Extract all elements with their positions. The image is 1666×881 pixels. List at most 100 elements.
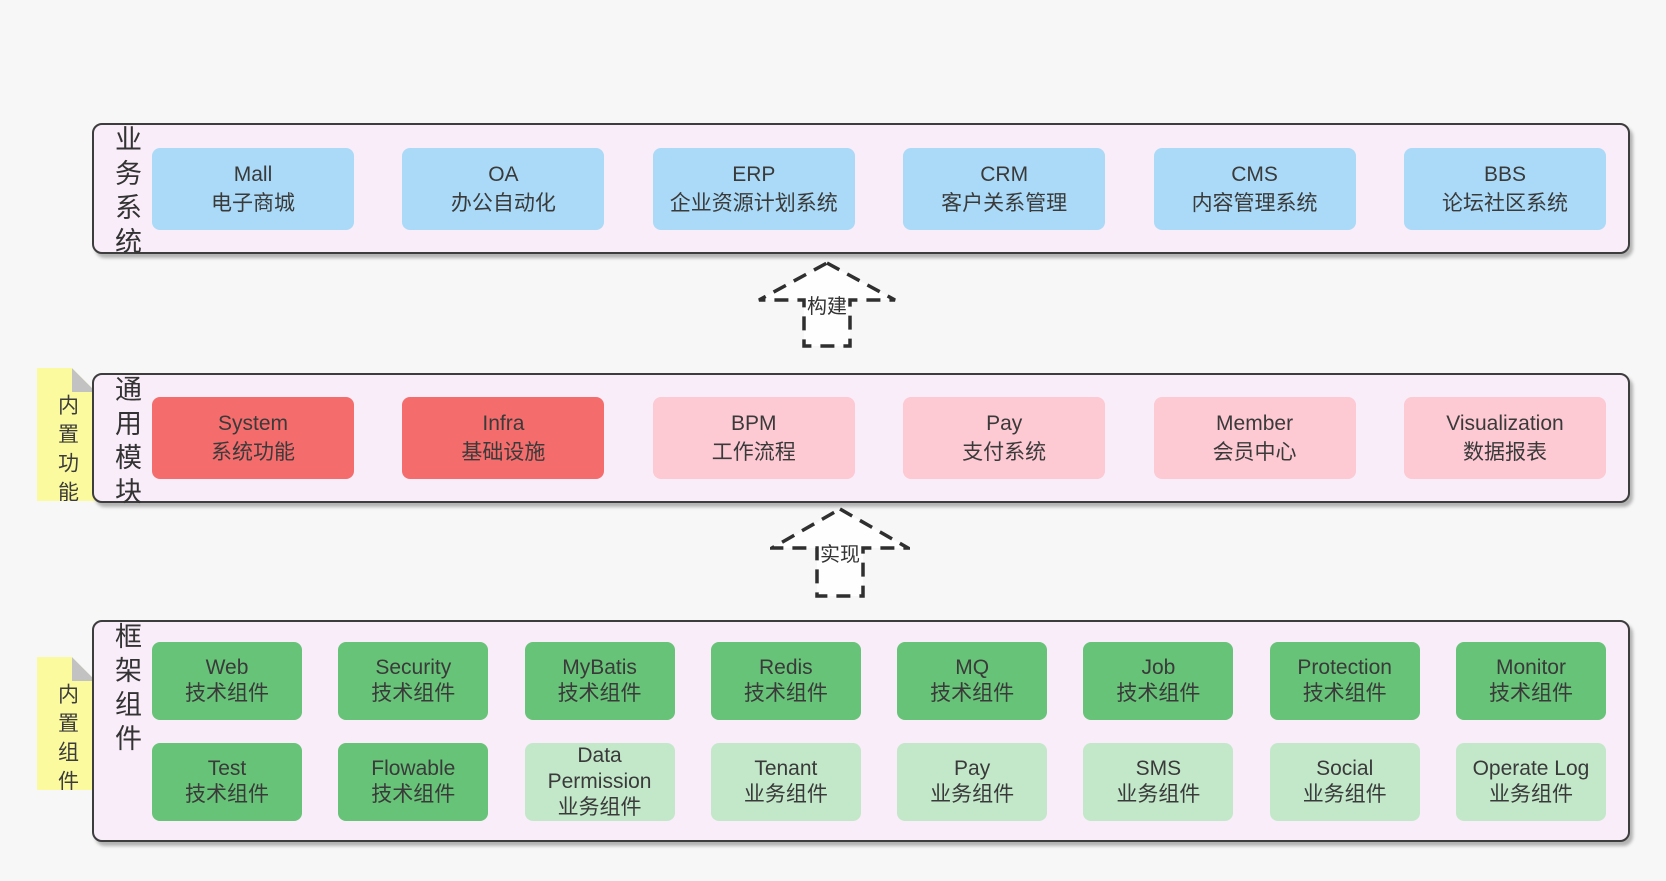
box-subtitle: 电子商城 [211, 191, 295, 215]
box-subtitle: 数据报表 [1462, 441, 1547, 464]
box-subtitle: 技术组件 [1302, 681, 1387, 705]
box-job: Job 技术组件 [1083, 641, 1234, 720]
box-title: Job [1141, 655, 1176, 679]
box-title: BPM [731, 412, 777, 435]
box-title: Data Permission [547, 743, 652, 793]
box-subtitle: 技术组件 [557, 681, 642, 705]
sticky-note-label: 内置功能 [55, 394, 79, 510]
box-title: Tenant [754, 756, 818, 780]
box-title: Social [1316, 756, 1374, 780]
box-subtitle: 技术组件 [185, 782, 269, 806]
implement-arrow-outline [770, 507, 910, 598]
box-social: Social 业务组件 [1269, 742, 1420, 821]
box-title: Operate Log [1472, 756, 1590, 780]
sticky-note-builtin-features: 内置功能 [37, 368, 96, 501]
box-sms: SMS 业务组件 [1083, 742, 1234, 821]
box-flowable: Flowable 技术组件 [338, 742, 489, 821]
modules-boxes-row: System 系统功能 Infra 基础设施 BPM 工作流程 Pay 支付系统… [152, 375, 1606, 501]
framework-row-2: Test 技术组件 Flowable 技术组件 Data Permission … [152, 742, 1606, 821]
box-title: Mall [233, 162, 273, 186]
box-crm: CRM 客户关系管理 [903, 147, 1106, 230]
box-mybatis: MyBatis 技术组件 [524, 641, 675, 720]
box-title: MyBatis [562, 655, 637, 679]
box-oa: OA 办公自动化 [402, 147, 605, 230]
box-subtitle: 技术组件 [743, 681, 828, 705]
box-pay-component: Pay 业务组件 [897, 742, 1048, 821]
box-mall: Mall 电子商城 [152, 147, 354, 230]
box-title: Pay [954, 756, 991, 780]
box-subtitle: 业务组件 [930, 782, 1015, 806]
box-system: System 系统功能 [152, 397, 354, 479]
box-subtitle: 办公自动化 [450, 191, 556, 215]
box-title: Protection [1297, 655, 1392, 679]
box-subtitle: 会员中心 [1212, 441, 1297, 464]
arrow-label: 实现 [820, 543, 860, 566]
box-mq: MQ 技术组件 [897, 641, 1048, 720]
panel-side-label: 业务系统 [111, 125, 141, 261]
box-subtitle: 技术组件 [1488, 681, 1573, 705]
box-bbs: BBS 论坛社区系统 [1403, 147, 1606, 230]
box-tenant: Tenant 业务组件 [710, 742, 861, 821]
box-title: SMS [1135, 756, 1182, 780]
business-systems-panel: 业务系统 Mall 电子商城 OA 办公自动化 ERP 企业资源计划系统 CRM… [92, 123, 1630, 261]
panel-side-label: 通用模块 [111, 375, 141, 511]
box-title: Test [207, 756, 247, 780]
box-subtitle: 系统功能 [211, 441, 295, 464]
box-subtitle: 业务组件 [557, 795, 642, 819]
box-title: CRM [980, 162, 1029, 186]
box-title: OA [488, 162, 519, 186]
box-title: Visualization [1446, 412, 1564, 435]
box-subtitle: 业务组件 [1488, 782, 1573, 806]
sticky-note-builtin-components: 内置组件 [37, 657, 96, 790]
box-bpm: BPM 工作流程 [652, 397, 855, 479]
box-title: Infra [482, 412, 525, 435]
framework-row-1: Web 技术组件 Security 技术组件 MyBatis 技术组件 Redi… [152, 641, 1606, 720]
box-subtitle: 技术组件 [371, 681, 456, 705]
box-subtitle: 业务组件 [1302, 782, 1387, 806]
box-redis: Redis 技术组件 [710, 641, 861, 720]
box-subtitle: 支付系统 [962, 441, 1047, 464]
box-title: Flowable [371, 756, 456, 780]
sticky-note-label: 内置组件 [55, 683, 79, 799]
box-subtitle: 技术组件 [930, 681, 1015, 705]
box-title: BBS [1483, 162, 1526, 186]
implement-arrow: 实现 [770, 507, 910, 598]
build-arrow: 构建 [758, 261, 896, 348]
box-operate-log: Operate Log 业务组件 [1455, 742, 1606, 821]
box-protection: Protection 技术组件 [1269, 641, 1420, 720]
box-visualization: Visualization 数据报表 [1403, 397, 1606, 479]
box-subtitle: 技术组件 [371, 782, 456, 806]
arrow-label: 构建 [807, 295, 847, 318]
box-subtitle: 业务组件 [743, 782, 828, 806]
box-title: Monitor [1495, 655, 1566, 679]
box-title: Web [205, 655, 249, 679]
box-subtitle: 基础设施 [461, 441, 546, 464]
box-title: Security [375, 655, 452, 679]
box-title: Pay [986, 412, 1023, 435]
box-title: Member [1216, 412, 1294, 435]
box-subtitle: 论坛社区系统 [1441, 191, 1568, 215]
box-test: Test 技术组件 [152, 742, 302, 821]
box-title: CMS [1231, 162, 1278, 186]
box-subtitle: 业务组件 [1116, 782, 1201, 806]
box-subtitle: 企业资源计划系统 [669, 191, 838, 215]
box-subtitle: 技术组件 [1116, 681, 1201, 705]
box-title: System [217, 412, 288, 435]
framework-components-panel: 框架组件 Web 技术组件 Security 技术组件 MyBatis 技术组件… [92, 620, 1630, 842]
box-security: Security 技术组件 [338, 641, 489, 720]
box-pay: Pay 支付系统 [903, 397, 1106, 479]
box-subtitle: 客户关系管理 [941, 191, 1068, 215]
box-title: ERP [732, 162, 776, 186]
box-title: Redis [758, 655, 813, 679]
common-modules-panel: 通用模块 System 系统功能 Infra 基础设施 BPM 工作流程 Pay… [92, 373, 1630, 511]
box-cms: CMS 内容管理系统 [1153, 147, 1356, 230]
framework-rows: Web 技术组件 Security 技术组件 MyBatis 技术组件 Redi… [152, 622, 1606, 840]
box-subtitle: 内容管理系统 [1191, 191, 1318, 215]
panel-side-label: 框架组件 [111, 622, 141, 758]
box-monitor: Monitor 技术组件 [1455, 641, 1606, 720]
business-boxes-row: Mall 电子商城 OA 办公自动化 ERP 企业资源计划系统 CRM 客户关系… [152, 125, 1606, 252]
box-data-permission: Data Permission 业务组件 [524, 742, 675, 821]
box-title: MQ [955, 655, 990, 679]
box-web: Web 技术组件 [152, 641, 302, 720]
